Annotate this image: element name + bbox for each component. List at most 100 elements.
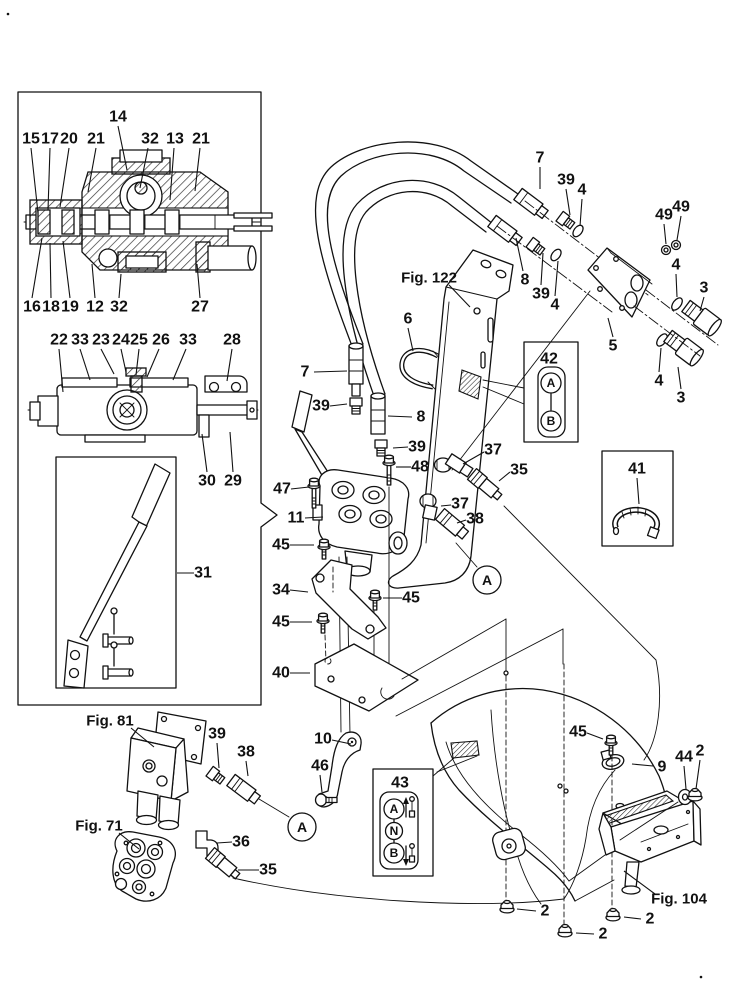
- leader-line: [313, 370, 348, 373]
- leader-line: [695, 759, 701, 790]
- callout-label: 31: [194, 565, 212, 582]
- callout-label: 2: [646, 911, 655, 928]
- callout-label: 16: [23, 299, 41, 316]
- leader-line: [118, 832, 140, 850]
- callout-label: 4: [551, 297, 560, 314]
- callout-label: 47: [273, 481, 291, 498]
- callout-label: 22: [50, 332, 68, 349]
- leader-line: [194, 147, 201, 192]
- callout-label: 5: [609, 338, 618, 355]
- leader-line: [100, 348, 115, 375]
- leader-line: [516, 908, 537, 912]
- leader-line: [456, 519, 467, 524]
- leader-line: [699, 296, 705, 312]
- leader-line: [91, 263, 96, 299]
- leader-line: [575, 932, 595, 935]
- leader-line: [118, 273, 122, 299]
- callout-label: 24: [112, 332, 130, 349]
- callout-label: 30: [198, 473, 216, 490]
- balloon-circle: [472, 565, 502, 595]
- leader-line: [289, 589, 309, 593]
- callout-label: 45: [272, 614, 290, 631]
- leader-line: [229, 431, 234, 473]
- decal-letter: A: [547, 376, 556, 390]
- decal-letter: A: [390, 802, 399, 816]
- callout-label: 2: [541, 903, 550, 920]
- fig71-pump: [112, 830, 565, 904]
- callout-label: 4: [655, 373, 664, 390]
- inset-box-lever: [55, 456, 177, 689]
- leader-line: [290, 486, 310, 490]
- callout-label: 14: [109, 109, 127, 126]
- leader-line: [130, 727, 155, 748]
- balloon-letter: A: [482, 572, 492, 588]
- leader-line: [135, 348, 140, 376]
- callout-label: 19: [61, 299, 79, 316]
- callout-label: 45: [272, 537, 290, 554]
- leader-line: [47, 147, 51, 211]
- leader-line: [683, 765, 687, 790]
- callout-label: 4: [672, 257, 681, 274]
- leader-line: [677, 366, 682, 390]
- callout-label: 9: [658, 759, 667, 776]
- callout-label: 4: [578, 182, 587, 199]
- figure-reference: Fig. 81: [86, 713, 134, 730]
- callout-label: 37: [451, 496, 469, 513]
- callout-label: 15: [22, 131, 40, 148]
- leader-line: [565, 188, 571, 216]
- leader-line: [579, 198, 583, 227]
- leader-line: [623, 870, 656, 895]
- mount-plate-assembly: [451, 239, 722, 471]
- callout-label: 8: [417, 409, 426, 426]
- callout-label: 39: [532, 286, 550, 303]
- balloon-circle: [287, 812, 317, 842]
- valve-outline-view: [27, 367, 259, 443]
- decal-letter-circle: [383, 798, 405, 820]
- leader-line: [392, 446, 409, 449]
- hose-35-routing: [503, 505, 660, 900]
- callout-label: 35: [510, 462, 528, 479]
- leader-line: [216, 742, 220, 769]
- leader-line: [675, 273, 678, 298]
- leader-line: [676, 215, 682, 241]
- callout-label: 41: [628, 461, 646, 478]
- leader-line: [59, 147, 70, 208]
- leader-line: [331, 739, 352, 745]
- callout-label: 11: [288, 510, 305, 527]
- figure-reference: Fig. 122: [401, 270, 457, 287]
- callout-label: 38: [466, 511, 484, 528]
- leader-line: [30, 147, 39, 214]
- callout-label: 40: [272, 665, 290, 682]
- leader-line: [540, 252, 544, 286]
- valve-section-view: [23, 149, 273, 273]
- decal-letter-circle: [540, 410, 562, 432]
- leader-line: [554, 260, 559, 297]
- callout-label: 17: [41, 131, 59, 148]
- leader-line: [79, 348, 91, 381]
- leader-line: [329, 403, 348, 407]
- callout-label: 18: [42, 299, 60, 316]
- callout-label: 38: [237, 744, 255, 761]
- callout-label: 3: [700, 280, 709, 297]
- leader-line: [117, 125, 128, 171]
- callout-label: 25: [130, 332, 148, 349]
- decal-letter: B: [390, 846, 399, 860]
- decal-letter-circle: [384, 821, 404, 841]
- leader-line: [515, 237, 524, 272]
- leader-line: [319, 774, 323, 793]
- callout-label: 39: [208, 726, 226, 743]
- callout-label: 48: [411, 459, 429, 476]
- callout-label: 33: [179, 332, 197, 349]
- callout-label: 33: [71, 332, 89, 349]
- callout-label: 21: [87, 131, 105, 148]
- leader-line: [139, 147, 149, 189]
- callout-label: 34: [272, 582, 290, 599]
- callout-label: 28: [223, 332, 241, 349]
- callout-label: 39: [408, 439, 426, 456]
- callout-label: 2: [696, 743, 705, 760]
- callout-label: 23: [92, 332, 110, 349]
- leader-line: [120, 348, 127, 373]
- decal-letter-circle: [383, 842, 405, 864]
